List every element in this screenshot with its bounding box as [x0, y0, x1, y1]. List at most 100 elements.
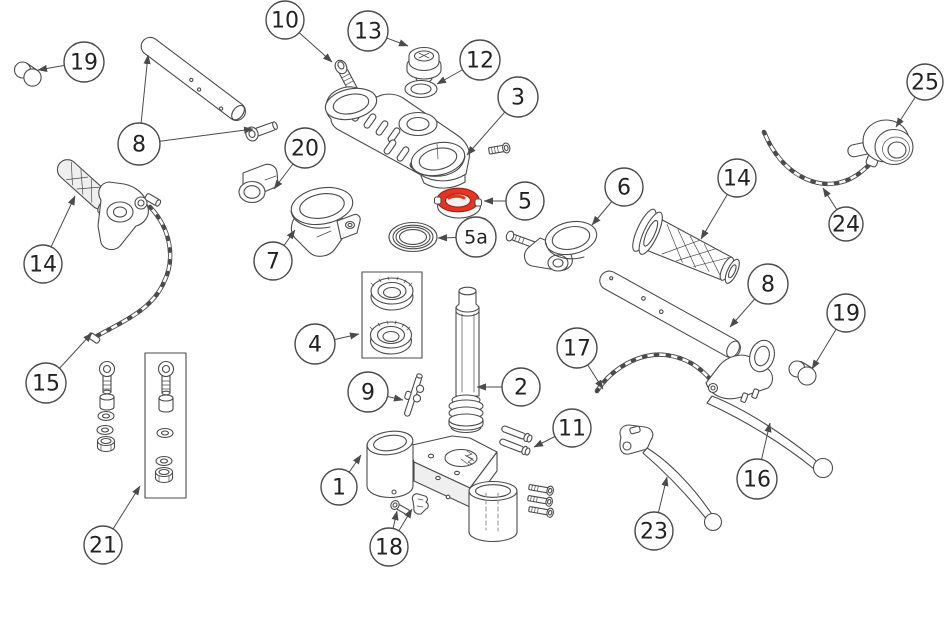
callout-balloon[interactable] [634, 511, 674, 551]
callout-number: 15 [32, 372, 60, 397]
callout-8[interactable]: 8 [117, 54, 254, 166]
callout-18[interactable]: 18 [369, 508, 413, 567]
part-pinch-screw [390, 499, 410, 516]
callout-balloon[interactable] [63, 41, 105, 83]
part-switch-housing [847, 119, 914, 168]
part-pinch-bolts [527, 484, 554, 518]
callout-20[interactable]: 20 [273, 127, 326, 190]
callout-25[interactable]: 25 [895, 63, 944, 128]
part-socket-bolt [245, 121, 278, 142]
callout-number: 3 [511, 86, 525, 111]
callout-8[interactable]: 8 [729, 263, 789, 328]
callout-5[interactable]: 5 [483, 181, 545, 221]
part-bearing-kit [361, 271, 423, 359]
callout-number: 6 [617, 176, 631, 201]
callout-balloon[interactable] [347, 10, 389, 52]
callout-balloon[interactable] [747, 263, 789, 305]
part-handlebar-holder [290, 186, 361, 257]
callout-11[interactable]: 11 [533, 408, 592, 448]
part-hardware-box [144, 352, 187, 499]
callout-14[interactable]: 14 [700, 158, 757, 240]
part-handlebar-tube-upper [140, 36, 246, 121]
callout-balloon[interactable] [284, 127, 326, 169]
callout-19[interactable]: 19 [811, 293, 866, 370]
callout-15[interactable]: 15 [25, 332, 93, 404]
callout-balloon[interactable] [347, 371, 389, 413]
callout-9[interactable]: 9 [347, 371, 404, 413]
part-handlebar-clamp [238, 163, 279, 204]
callout-number: 21 [89, 534, 117, 559]
callout-number: 18 [375, 536, 403, 561]
callout-number: 4 [308, 333, 322, 358]
callout-balloon[interactable] [501, 367, 541, 407]
callout-6[interactable]: 6 [591, 167, 644, 226]
callout-number: 5 [518, 190, 532, 215]
callout-number: 12 [466, 49, 494, 74]
callout-number: 5a [464, 227, 488, 249]
callout-16[interactable]: 16 [736, 422, 778, 500]
callout-number: 20 [291, 137, 319, 162]
callout-balloon[interactable] [828, 206, 864, 242]
callout-number: 7 [266, 250, 280, 275]
callout-4[interactable]: 4 [294, 323, 360, 365]
callout-23[interactable]: 23 [634, 476, 674, 551]
callout-balloon[interactable] [826, 293, 866, 333]
callout-13[interactable]: 13 [347, 10, 409, 52]
callout-3[interactable]: 3 [466, 76, 539, 156]
part-bar-end-cap-left [13, 61, 42, 87]
callout-balloon[interactable] [455, 216, 497, 258]
callout-balloon[interactable] [459, 39, 501, 81]
callout-balloon[interactable] [294, 323, 336, 365]
callout-number: 1 [332, 476, 346, 501]
callout-number: 13 [354, 20, 382, 45]
part-throttle-cable-upper [761, 129, 875, 187]
part-throttle-grip [632, 208, 740, 284]
callout-number: 11 [558, 417, 586, 442]
callout-balloon[interactable] [320, 468, 358, 506]
callout-balloon[interactable] [604, 167, 644, 207]
callout-balloon[interactable] [117, 122, 161, 166]
callout-19[interactable]: 19 [37, 41, 105, 83]
callout-1[interactable]: 1 [320, 454, 362, 506]
part-washer [404, 79, 438, 99]
callout-17[interactable]: 17 [556, 327, 604, 390]
callout-balloon[interactable] [497, 76, 539, 118]
callout-24[interactable]: 24 [822, 187, 864, 242]
callout-10[interactable]: 10 [265, 0, 333, 63]
callout-21[interactable]: 21 [83, 485, 141, 565]
part-bottom-triple-clamp [366, 430, 518, 543]
callout-balloon[interactable] [25, 362, 67, 404]
callout-balloon[interactable] [736, 458, 778, 500]
part-lock-ring-highlighted[interactable] [433, 187, 483, 219]
callout-balloon[interactable] [253, 241, 293, 281]
callout-balloon[interactable] [556, 327, 598, 369]
parts-artwork [13, 36, 914, 543]
part-cable-clip [411, 493, 429, 515]
callout-number: 23 [640, 520, 668, 545]
callout-12[interactable]: 12 [436, 39, 501, 85]
callout-number: 14 [29, 253, 57, 278]
callout-balloon[interactable] [505, 181, 545, 221]
part-clipon-holder [505, 220, 598, 272]
callout-number: 19 [70, 51, 98, 76]
callout-14[interactable]: 14 [23, 195, 76, 284]
callout-number: 17 [563, 337, 591, 362]
callout-number: 9 [361, 381, 375, 406]
callout-number: 8 [132, 133, 146, 158]
part-stem-nut [406, 46, 442, 84]
part-dust-seal [388, 221, 438, 253]
callout-balloon[interactable] [23, 244, 63, 284]
callout-7[interactable]: 7 [253, 229, 296, 281]
callout-number: 8 [761, 273, 775, 298]
callout-5a[interactable]: 5a [437, 216, 497, 258]
callout-balloon[interactable] [83, 525, 123, 565]
part-dowel-pins [499, 425, 533, 456]
callout-balloon[interactable] [369, 527, 409, 567]
callout-balloon[interactable] [265, 0, 305, 40]
callout-balloon[interactable] [906, 63, 944, 101]
callout-number: 14 [723, 167, 751, 192]
callout-2[interactable]: 2 [476, 367, 541, 407]
callout-balloon[interactable] [552, 408, 592, 448]
callout-balloon[interactable] [717, 158, 757, 198]
